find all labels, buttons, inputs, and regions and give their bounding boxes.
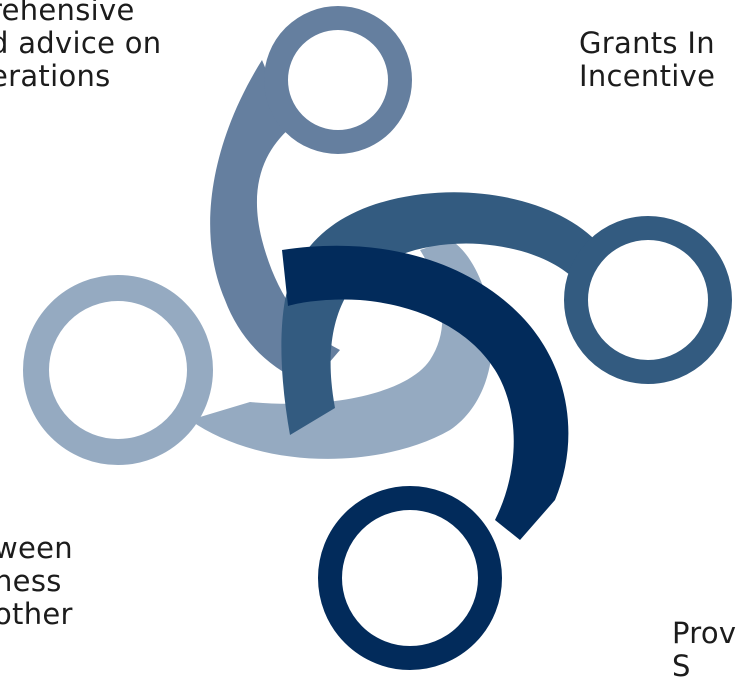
- swirl-arm-top: [210, 6, 412, 385]
- label-top-right: Grants In Incentive: [579, 26, 716, 93]
- label-top-left: rehensive d advice on erations: [0, 0, 162, 93]
- swirl-arm-top-tail: [210, 60, 340, 385]
- swirl-arm-bottom-tail: [282, 245, 569, 541]
- swirl-arm-left: [23, 240, 493, 465]
- label-bottom-left: ween ness other: [0, 531, 73, 631]
- swirl-arm-top-ring: [264, 6, 412, 154]
- swirl-arm-left-tail: [190, 240, 493, 459]
- swirl-arm-left-ring: [23, 275, 213, 465]
- swirl-arm-bottom-ring: [318, 486, 502, 670]
- swirl-arm-bottom: [282, 245, 569, 670]
- swirl-arm-right-ring: [564, 216, 732, 384]
- label-bottom-right: Prov S: [672, 616, 737, 683]
